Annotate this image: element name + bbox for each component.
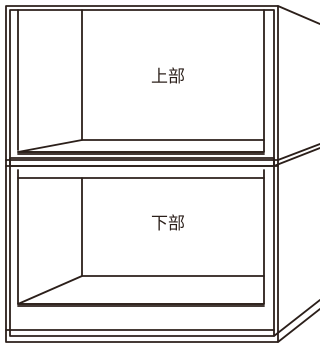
lower-compartment	[17, 169, 265, 307]
middle-shelf	[5, 143, 320, 167]
upper-label: 上部	[151, 67, 185, 87]
cabinet-frame	[5, 5, 320, 343]
upper-compartment	[17, 9, 265, 155]
lower-label: 下部	[151, 214, 185, 234]
